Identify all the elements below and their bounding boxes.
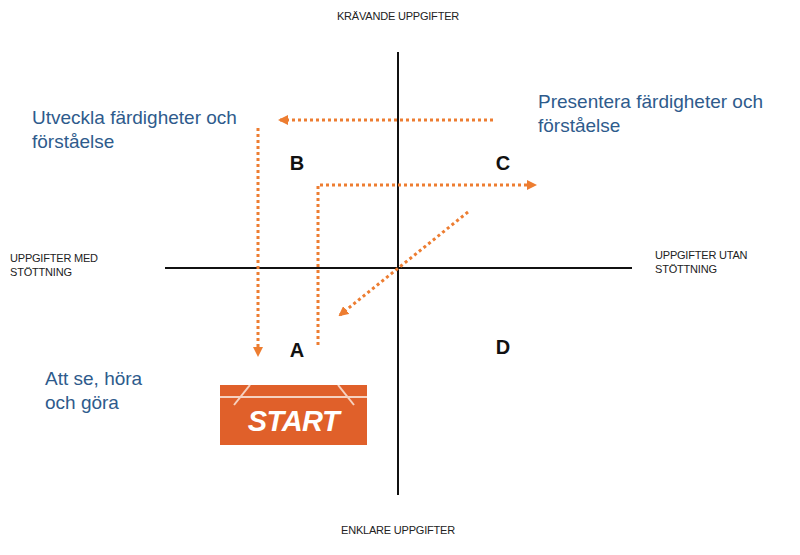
axis-label: UPPGIFTER MED STÖTTNING <box>10 251 140 280</box>
start-text: START <box>220 403 367 439</box>
axis-label: UPPGIFTER UTAN STÖTTNING <box>655 248 785 277</box>
phase-text: Utveckla färdigheter och förståelse <box>32 106 247 154</box>
phase-text: Presentera färdigheter och förståelse <box>538 90 768 138</box>
vertical-axis <box>397 52 399 495</box>
phase-text: Att se, höra och göra <box>45 367 170 415</box>
quadrant-letter: D <box>496 335 510 360</box>
lane-line <box>338 385 354 405</box>
axis-label: KRÄVANDE UPPGIFTER <box>298 9 498 23</box>
track-surface <box>220 385 367 445</box>
dotted-arrow <box>280 119 493 122</box>
lane-line <box>234 385 250 405</box>
dotted-arrow <box>340 212 468 315</box>
quadrant-c: C Presentera färdigheter och förståelse <box>398 55 800 268</box>
dotted-arrow <box>257 128 260 355</box>
quadrant-letter: A <box>290 338 304 363</box>
horizontal-axis <box>165 267 632 269</box>
quadrant-letter: C <box>496 151 510 176</box>
quadrant-b: B Utveckla färdigheter och förståelse <box>0 55 398 268</box>
dotted-arrow <box>318 185 535 345</box>
quadrant-letter: B <box>290 151 304 176</box>
axis-label: ENKLARE UPPGIFTER <box>298 523 498 537</box>
quadrant-a: A Att se, höra och göraSTART <box>0 268 398 500</box>
quadrant-d: D <box>398 268 800 500</box>
start-badge: START <box>220 385 367 445</box>
